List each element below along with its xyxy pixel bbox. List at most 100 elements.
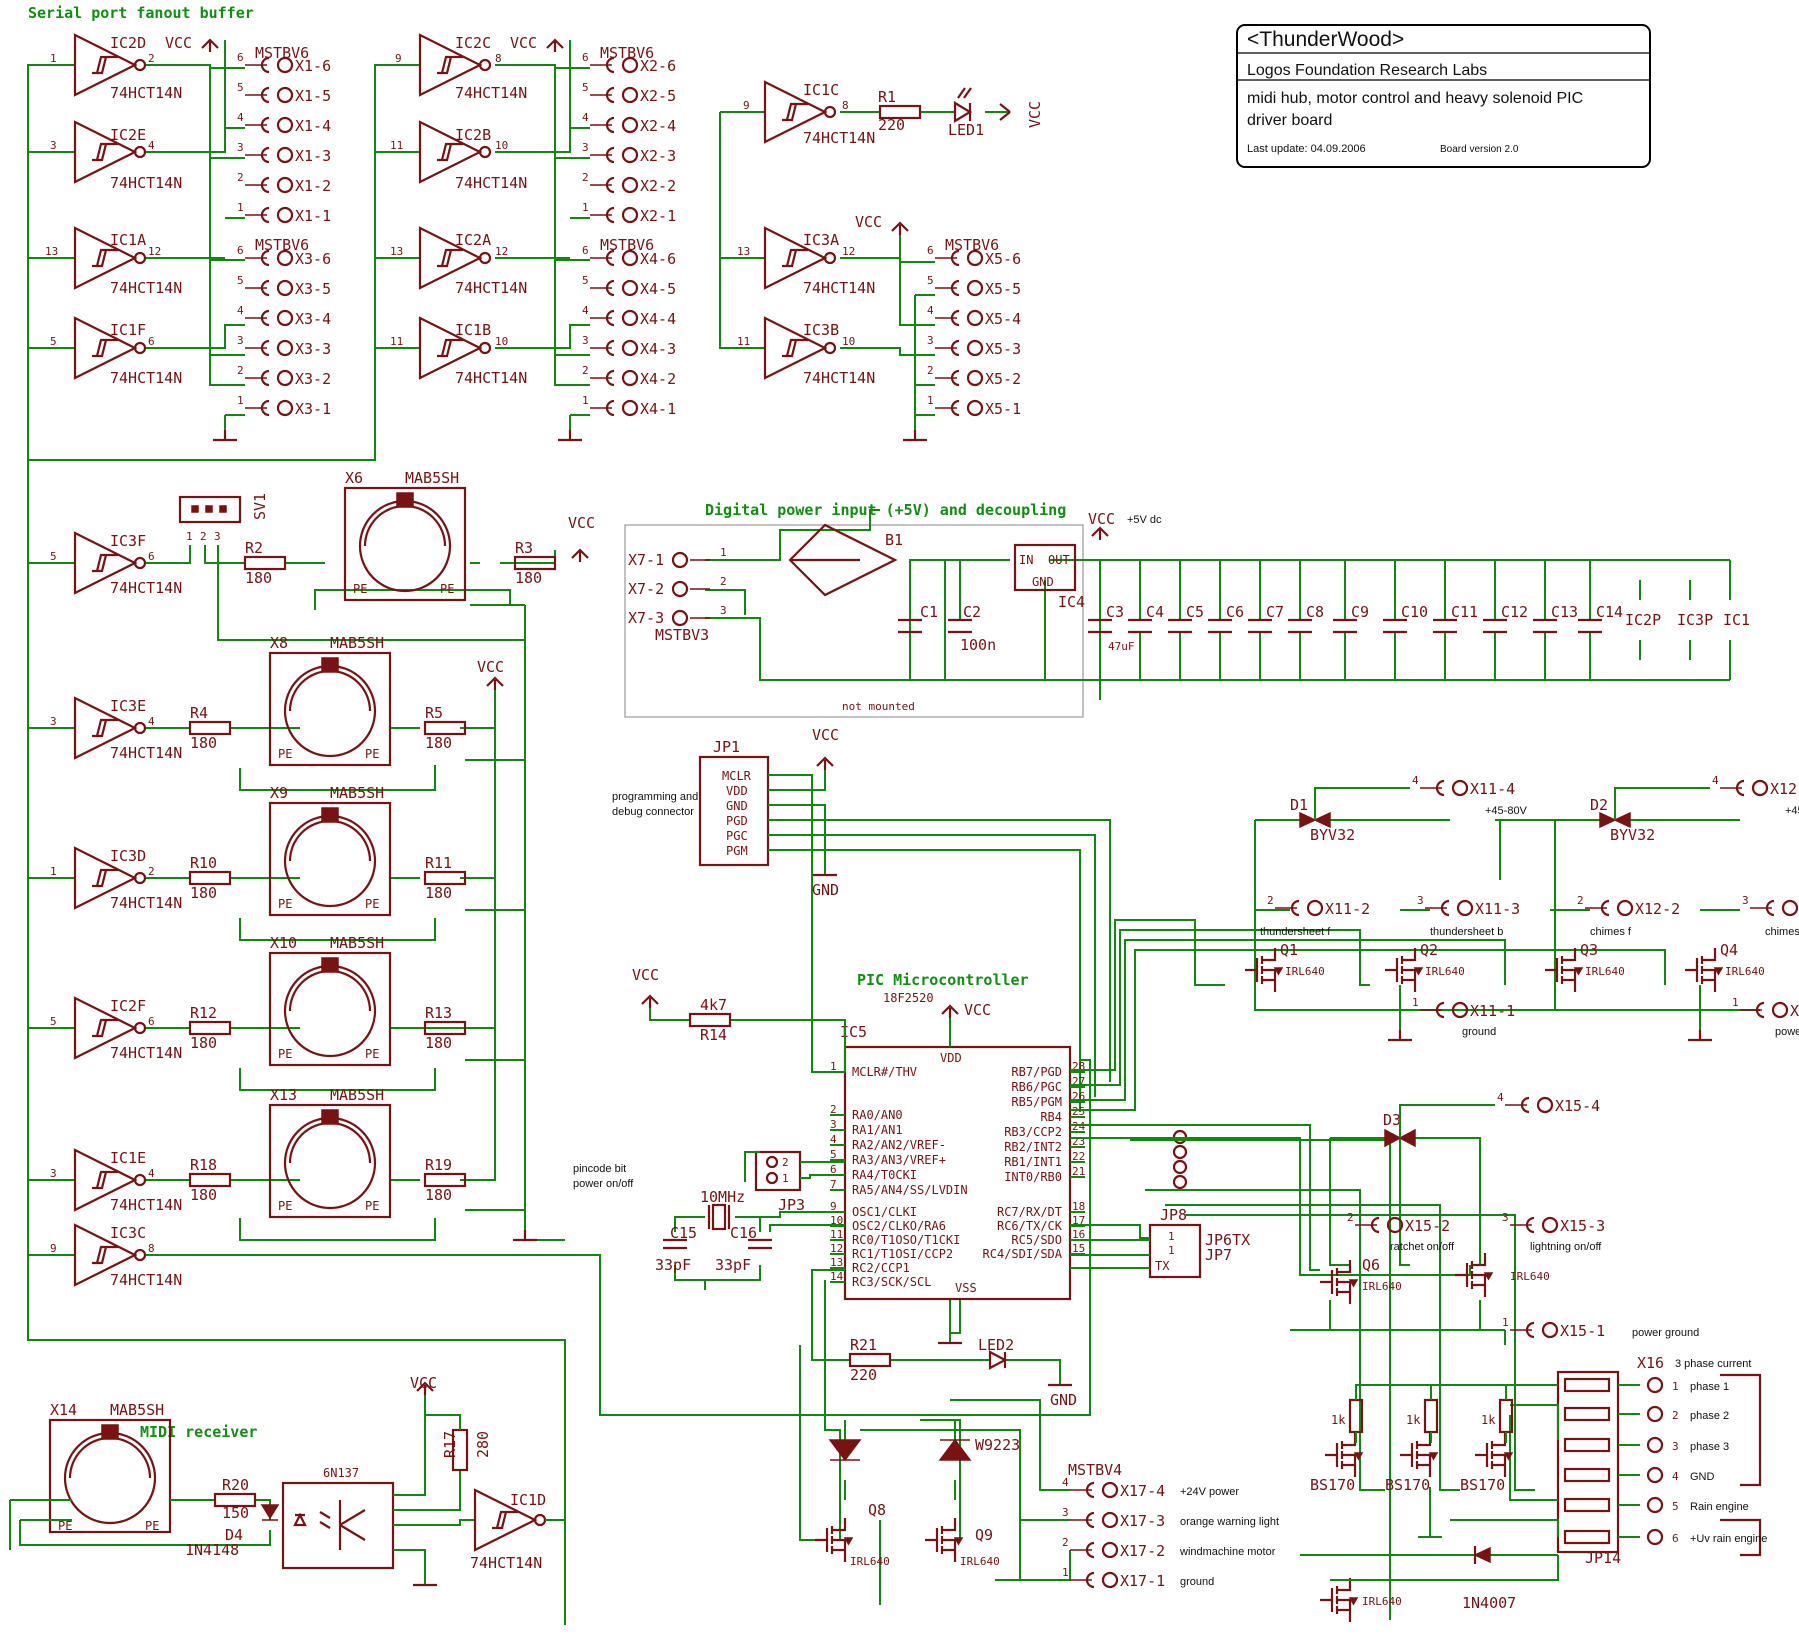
- led1-symbol: [953, 101, 973, 123]
- rail-label: VCC: [510, 34, 537, 52]
- connector-terminal: [243, 206, 294, 224]
- pin-number: 5: [582, 274, 589, 287]
- capacitor-value: 33pF: [655, 1256, 691, 1274]
- pin-number: 13: [390, 245, 403, 258]
- jp3-jumper: 2 1 JP3 pincode bit power on/off: [573, 1150, 845, 1214]
- pin-number: 3: [1672, 1440, 1679, 1453]
- pin-label: RC6/TX/CK: [997, 1219, 1063, 1233]
- vcc-arrow-icon: [891, 221, 909, 235]
- pin-number: 3: [582, 334, 589, 347]
- terminal-label: X4-3: [640, 340, 676, 358]
- jp14-name: JP14: [1585, 1549, 1621, 1567]
- transistor-part: BS170: [1310, 1476, 1355, 1494]
- midi-receiver: X14 MAB5SH PE PE R20 150 D4 1N4148 6N137…: [9, 1340, 566, 1587]
- transistor-name: Q9: [975, 1526, 993, 1544]
- jack-name: X8: [270, 634, 288, 652]
- capacitor-name: C2: [963, 603, 981, 621]
- transistor-part: IRL640: [1362, 1595, 1402, 1608]
- terminal-icon: [671, 551, 689, 569]
- jp1-note: debug connector: [612, 806, 694, 818]
- resistor-value: 180: [425, 884, 452, 902]
- gate-part: 74HCT14N: [110, 369, 182, 387]
- transistor-name: Q1: [1280, 941, 1298, 959]
- jp8-name: JP8: [1160, 1206, 1187, 1224]
- led1-circuit: R1 220 LED1 VCC: [878, 87, 1044, 139]
- pin-number: PE: [365, 897, 379, 911]
- pin-number: 1: [1412, 996, 1419, 1009]
- led2-circuit: R21 220 LED2 GND: [811, 1269, 1077, 1409]
- gate-name: IC3E: [110, 697, 146, 715]
- terminal-note: chimes b: [1765, 926, 1799, 938]
- pic-microcontroller: 18F2520 IC5 VDD VSS VCC 4k7 R14 VCC: [632, 966, 1072, 1345]
- resistor-name: R11: [425, 854, 452, 872]
- diode-name: D4: [225, 1526, 243, 1544]
- terminal-icon: [671, 609, 689, 627]
- fanout-wiring: [27, 40, 1010, 1625]
- pic-body: [843, 1045, 1072, 1301]
- voltage-regulator: [1013, 543, 1077, 592]
- connector-terminal: [588, 206, 639, 224]
- connector-terminal: [588, 369, 639, 387]
- vcc-arrow-icon: [941, 1004, 959, 1018]
- pin-number: 2: [148, 52, 155, 65]
- pin-label: RB6/PGC: [1011, 1080, 1062, 1094]
- vcc-arrow-icon: [546, 38, 564, 52]
- terminal-note: orange warning light: [1180, 1516, 1279, 1528]
- terminal-label: X17-3: [1120, 1512, 1165, 1530]
- capacitor-icon: [1333, 618, 1357, 634]
- pin-number: 3: [50, 1167, 57, 1180]
- sv1-box: [178, 495, 242, 524]
- resistor-name: R17: [441, 1431, 459, 1458]
- gate-part: 74HCT14N: [803, 369, 875, 387]
- pin-number: 6: [830, 1163, 837, 1176]
- pin-label: RC1/T1OSI/CCP2: [852, 1247, 953, 1261]
- terminal-note: +45-80V: [1485, 805, 1528, 817]
- connector-part: MSTBV6: [600, 44, 654, 62]
- pin-number: 2: [148, 865, 155, 878]
- gate-name: IC2C: [455, 34, 491, 52]
- mosfet-transistor: [1243, 946, 1284, 994]
- connector-terminal: [933, 369, 984, 387]
- resistor-value: 150: [222, 1504, 249, 1522]
- gate-name: IC3B: [803, 321, 839, 339]
- sv1-header: SV1 1 2 3: [178, 493, 269, 543]
- pin-number: 2: [782, 1156, 789, 1169]
- x16-jp14: JP14 X16 3 phase current 1N4007: [1300, 1354, 1762, 1612]
- optocoupler-part: 6N137: [323, 1466, 359, 1480]
- jp1-box: [698, 755, 770, 867]
- jp1-pin: PGD: [726, 814, 748, 828]
- rail-label: VCC: [477, 658, 504, 676]
- resistor-r10: [188, 870, 232, 886]
- connector-terminal: [243, 176, 294, 194]
- jack-name: X14: [50, 1401, 77, 1419]
- connector-terminal: [588, 86, 639, 104]
- gate-part: 74HCT14N: [110, 279, 182, 297]
- gate-part: 74HCT14N: [455, 279, 527, 297]
- terminal-label: X5-1: [985, 400, 1021, 418]
- connector-terminal: [1748, 899, 1799, 917]
- resistor-value: 220: [850, 1366, 877, 1384]
- led-name: LED2: [978, 1336, 1014, 1354]
- pin-number: 15: [1072, 1242, 1085, 1255]
- terminal-label: X15-3: [1560, 1217, 1605, 1235]
- connector-terminal: [1503, 1096, 1554, 1114]
- gate-name: IC3C: [110, 1224, 146, 1242]
- transistor-part: BS170: [1385, 1476, 1430, 1494]
- board-description-line2: driver board: [1247, 112, 1332, 129]
- capacitor-icon: [1088, 618, 1112, 634]
- pin-number: 6: [582, 244, 589, 257]
- capacitor-value: 47uF: [1108, 640, 1135, 653]
- jp8-label: JP6TX: [1205, 1231, 1250, 1249]
- pin-number: 16: [1072, 1228, 1085, 1241]
- capacitor-icon: [1288, 618, 1312, 634]
- jack-part: MAB5SH: [330, 634, 384, 652]
- organisation-name: Logos Foundation Research Labs: [1247, 62, 1487, 79]
- connector-part: MSTBV6: [255, 236, 309, 254]
- gate-part: 74HCT14N: [110, 174, 182, 192]
- terminal-label: X17-1: [1120, 1572, 1165, 1590]
- pin-number: 4: [1412, 774, 1419, 787]
- capacitor-name: C4: [1146, 603, 1164, 621]
- resistor-value: 180: [190, 884, 217, 902]
- pin-number: 3: [237, 334, 244, 347]
